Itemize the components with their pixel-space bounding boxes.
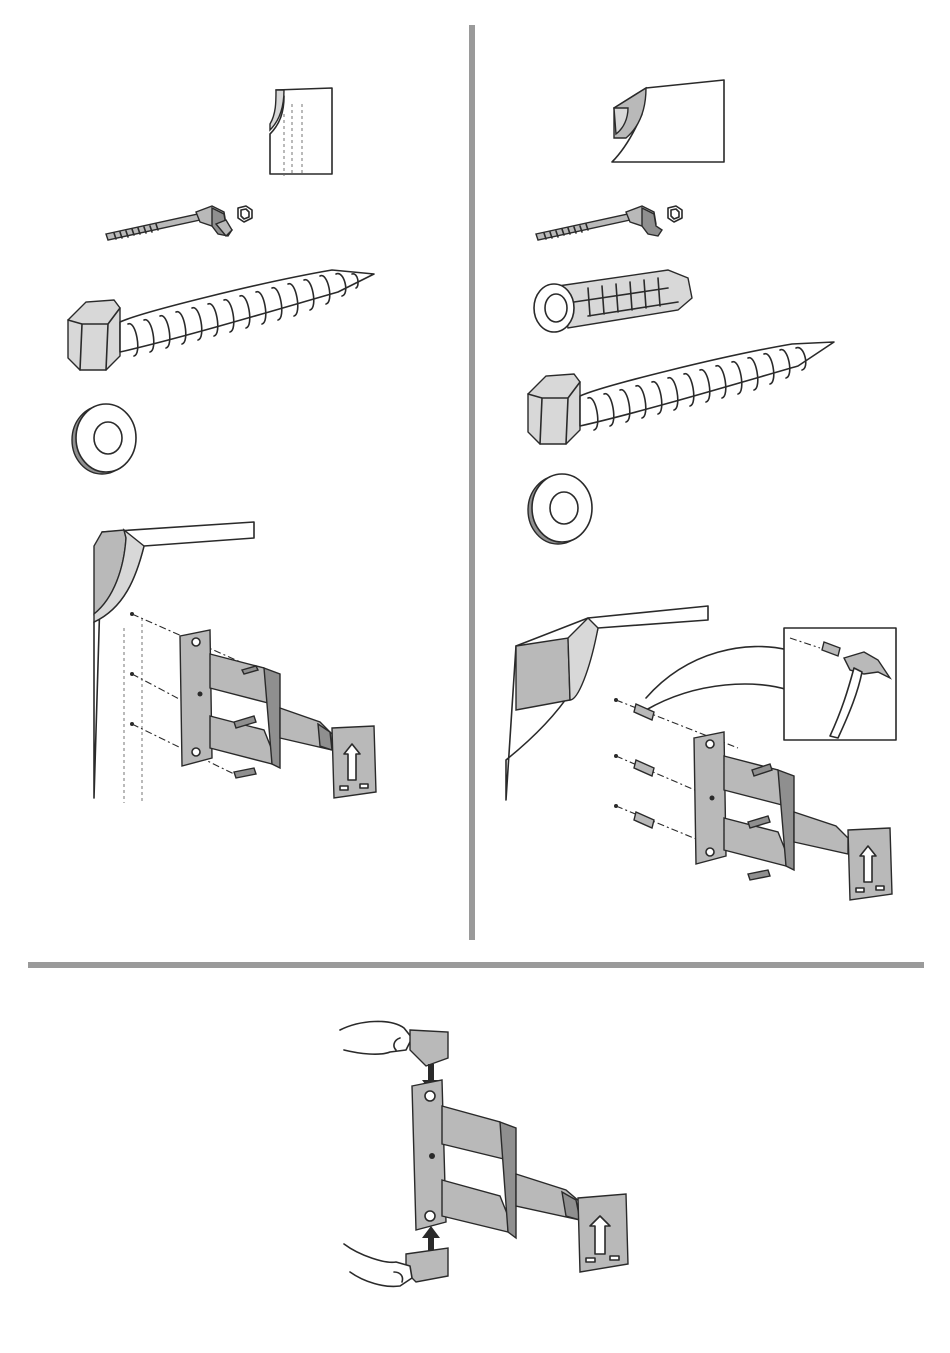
attach-vesa-brackets-diagram [330, 1010, 640, 1310]
wood-stud-icon [262, 84, 342, 179]
socket-wrench-icon [530, 196, 690, 246]
horizontal-divider [28, 962, 924, 968]
washer-icon [68, 400, 140, 476]
wall-mount-install-concrete [498, 600, 908, 910]
wall-mount-install-wood [84, 518, 384, 808]
wall-anchor-icon [528, 262, 708, 346]
washer-icon [524, 470, 596, 546]
hand-icon [340, 1021, 412, 1054]
vertical-divider [469, 25, 475, 940]
socket-wrench-icon [100, 196, 260, 246]
hand-icon [344, 1244, 412, 1286]
concrete-wall-icon [606, 78, 731, 168]
lag-bolt-icon [62, 262, 392, 382]
lag-bolt-icon [522, 336, 852, 456]
